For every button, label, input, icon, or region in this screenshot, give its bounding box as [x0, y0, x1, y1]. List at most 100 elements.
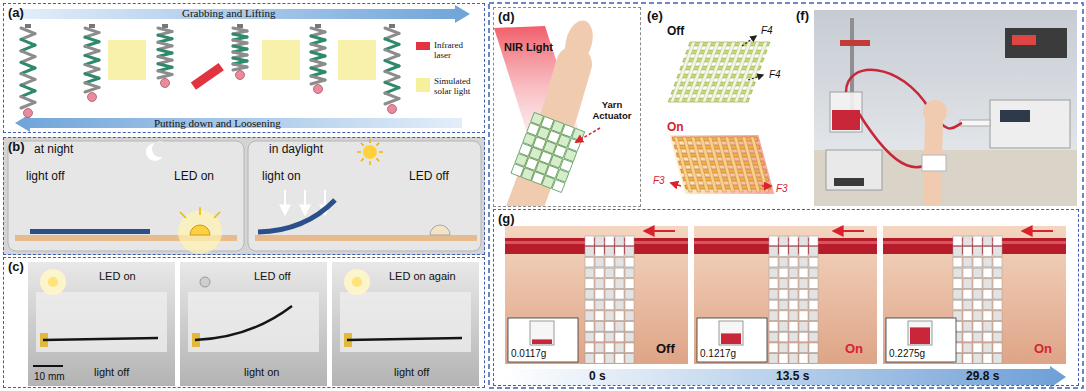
yarn-cell: [595, 257, 604, 267]
legend-swatch: [416, 78, 430, 92]
legend-text: Infrared laser: [434, 40, 482, 61]
yarn-cell: [789, 322, 798, 332]
yarn-cell: [605, 311, 614, 321]
yarn-cell: [973, 332, 982, 342]
yarn-cell: [595, 311, 604, 321]
yarn-cell: [615, 332, 624, 342]
heat-glow: [669, 135, 774, 194]
yarn-cell: [625, 247, 634, 257]
spring-hook: [25, 24, 31, 28]
yarn-cell: [625, 322, 634, 332]
inset: [697, 318, 767, 362]
yarn-cell: [983, 290, 992, 300]
yarn-cell: [615, 300, 624, 310]
annotation-text: 29.8 s: [966, 370, 999, 384]
yarn-cell: [585, 236, 594, 246]
yarn-cell: [625, 257, 634, 267]
annotation-text: LED off: [254, 270, 291, 283]
annotation-text: LED off: [409, 170, 449, 184]
beaker: [530, 321, 554, 345]
syringe: [960, 120, 990, 126]
yarn-cell: [799, 322, 808, 332]
yarn-cell: [963, 290, 972, 300]
yarn-cell: [789, 354, 798, 364]
yarn-cell: [789, 343, 798, 353]
photo-wall: [188, 292, 319, 352]
yarn-cell: [953, 247, 962, 257]
warp-yarn: [734, 137, 752, 192]
yarn-cell: [595, 279, 604, 289]
yarn-cell: [769, 343, 778, 353]
timeline-arrow: [505, 366, 1066, 388]
yarn-cell: [615, 279, 624, 289]
yarn-cell: [789, 247, 798, 257]
spring-coil: [385, 93, 399, 98]
yarn-cell: [953, 279, 962, 289]
yarn-cell: [605, 268, 614, 278]
yarn-cell: [973, 343, 982, 353]
spring-hook: [89, 24, 95, 28]
panel-box: (b)at nightlight offLED onin daylightlig…: [3, 137, 485, 255]
flow-arrow: [1023, 230, 1053, 232]
yarn-cell: [585, 257, 594, 267]
yarn-cell: [799, 300, 808, 310]
yarn-cell: [963, 268, 972, 278]
led-dome: [430, 225, 450, 235]
yarn-cell: [605, 290, 614, 300]
spring-coil: [385, 61, 399, 66]
annotation-text: 0.1217g: [700, 348, 736, 360]
yarn-cell: [769, 247, 778, 257]
yarn-cell: [625, 311, 634, 321]
yarn-cell: [963, 311, 972, 321]
panel-box: (c)LED onLED offLED on again10 mmlight o…: [3, 257, 485, 388]
photo: [505, 226, 688, 364]
yarn-cell: [605, 279, 614, 289]
yarn-cell: [993, 257, 1002, 267]
yarn-cell: [809, 268, 818, 278]
annotation-text: 10 mm: [34, 371, 65, 383]
spring-coil: [385, 77, 399, 82]
yarn-cell: [615, 311, 624, 321]
direction-band: [18, 5, 470, 23]
yarn-cell: [779, 332, 788, 342]
annotation-text: Grabbing and Lifting: [182, 7, 275, 20]
yarn-cell: [615, 290, 624, 300]
yarn-cell: [615, 343, 624, 353]
sun: [363, 145, 377, 159]
gripper-ball: [314, 85, 323, 94]
yarn-cell: [799, 332, 808, 342]
photo: [814, 10, 1077, 206]
yarn-cell: [572, 128, 585, 141]
yarn-cell: [953, 300, 962, 310]
yarn-cell: [605, 354, 614, 364]
spring-coil: [21, 34, 35, 40]
yarn-cell: [789, 300, 798, 310]
annotation-text: Putting down and Loosening: [154, 117, 281, 130]
yarn-cell: [963, 279, 972, 289]
panel-box: (a)Grabbing and LiftingPutting down and …: [3, 3, 485, 133]
panel-f-art: [814, 10, 1077, 206]
yarn-cell: [983, 268, 992, 278]
yarn-cell: [769, 332, 778, 342]
yarn-cell: [809, 322, 818, 332]
yarn-cell: [605, 322, 614, 332]
spring-coil: [21, 45, 35, 51]
yarn-cell: [769, 300, 778, 310]
warp-yarn: [708, 137, 726, 192]
yarn-cell: [953, 236, 962, 246]
yarn-cell: [983, 300, 992, 310]
legend-entry: Infrared laser: [416, 40, 484, 80]
balance-display: [834, 178, 864, 186]
yarn-cell: [953, 290, 962, 300]
yarn-cell: [605, 343, 614, 353]
yarn-cell: [779, 290, 788, 300]
yarn-cell: [983, 257, 992, 267]
yarn-cell: [993, 236, 1002, 246]
yarn-cell: [585, 311, 594, 321]
annotation-text: F4: [761, 25, 773, 37]
yarn-cell: [983, 354, 992, 364]
yarn-cell: [799, 311, 808, 321]
yarn-cell: [993, 354, 1002, 364]
